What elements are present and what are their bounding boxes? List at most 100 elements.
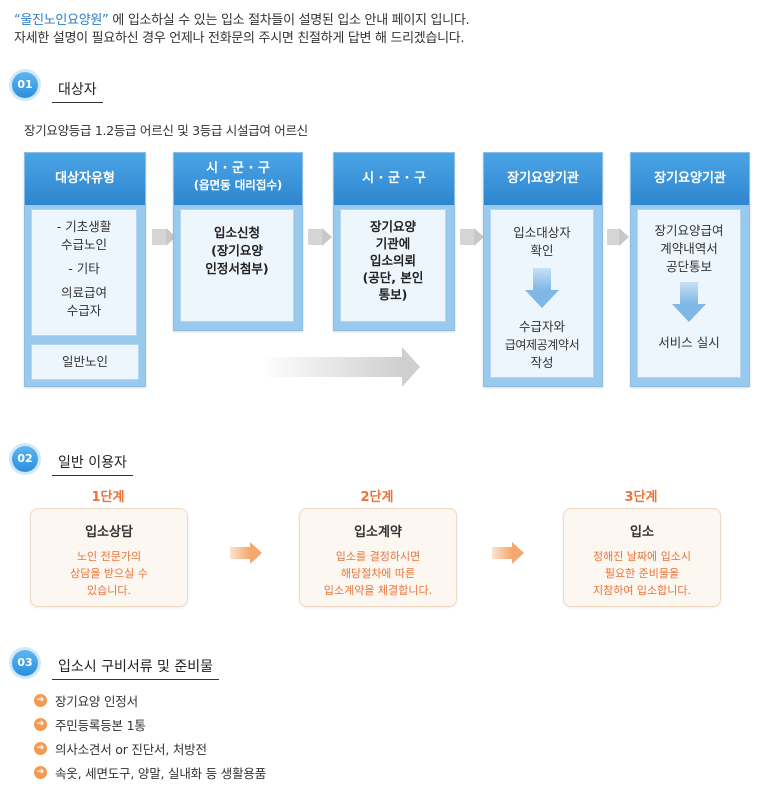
step-title: 입소계약 xyxy=(354,525,402,540)
body-line: 장기요양 xyxy=(369,219,416,234)
flow-column-referral: 시 · 군 · 구 장기요양 기관에 입소의뢰 (공단, 본인 통보) xyxy=(333,152,455,331)
section-1-subtitle: 장기요양등급 1.2등급 어르신 및 3등급 시설급여 어르신 xyxy=(24,123,308,138)
desc-line: 해당절차에 따른 xyxy=(340,567,416,580)
body-line: 급여제공계약서 xyxy=(504,338,580,352)
arrow-bullet-icon: ➔ xyxy=(34,693,47,707)
body-line: 계약내역서 xyxy=(660,241,718,256)
intro-line-1: “울진노인요양원” 에 입소하실 수 있는 입소 절차들이 설명된 입소 안내 … xyxy=(14,12,470,30)
column-body: 장기요양급여 계약내역서 공단통보 서비스 실시 xyxy=(637,209,741,378)
down-arrow-head xyxy=(672,304,706,322)
column-body: 장기요양 기관에 입소의뢰 (공단, 본인 통보) xyxy=(340,209,446,322)
intro-text: “울진노인요양원” 에 입소하실 수 있는 입소 절차들이 설명된 입소 안내 … xyxy=(14,12,470,48)
step-title: 입소 xyxy=(630,525,654,540)
intro-line-1-rest: 에 입소하실 수 있는 입소 절차들이 설명된 입소 안내 페이지 입니다. xyxy=(108,13,470,28)
step-1-box: 입소상담 노인 전문가의 상담을 받으실 수 있습니다. xyxy=(30,508,188,607)
item: - 기초생활 xyxy=(56,219,112,234)
desc-line: 노인 전문가의 xyxy=(76,550,142,563)
step-desc: 정해진 날짜에 입소시 필요한 준비물을 지참하여 입소합니다. xyxy=(564,548,720,599)
list-item: ➔ 의사소견서 or 진단서, 처방전 xyxy=(34,736,266,760)
body-line: 수급자와 xyxy=(518,319,565,334)
orange-arrow-right-icon xyxy=(512,542,524,564)
body-line: 입소의뢰 xyxy=(369,253,416,268)
list-item-text: 장기요양 인정서 xyxy=(55,693,138,709)
list-item: ➔ 주민등록등본 1통 xyxy=(34,712,266,736)
body-line: 입소대상자 xyxy=(513,225,571,240)
desc-line: 필요한 준비물을 xyxy=(604,567,680,580)
flow-column-service: 장기요양기관 장기요양급여 계약내역서 공단통보 서비스 실시 xyxy=(630,152,750,387)
down-arrow-icon xyxy=(672,282,706,322)
body-line: 인정서첨부) xyxy=(205,261,269,276)
item: - 기타 xyxy=(68,261,100,276)
item: 의료급여 xyxy=(60,285,107,300)
body-line: (공단, 본인 xyxy=(362,270,424,285)
body-line: 작성 xyxy=(530,355,554,370)
down-arrow-stem xyxy=(680,282,698,304)
column-footer: 일반노인 xyxy=(31,344,139,380)
body-line: (장기요양 xyxy=(211,243,263,258)
arrow-right-icon xyxy=(166,228,176,246)
head-line-1: 시 · 군 · 구 xyxy=(206,161,270,176)
body-line: 기관에 xyxy=(375,236,411,251)
desc-line: 입소계약을 체결합니다. xyxy=(323,584,433,597)
body-line: 확인 xyxy=(530,243,554,258)
desc-line: 지참하여 입소합니다. xyxy=(592,584,692,597)
down-arrow-stem xyxy=(533,268,551,290)
body-line: 서비스 실시 xyxy=(658,335,720,350)
step-desc: 입소를 결정하시면 해당절차에 따른 입소계약을 체결합니다. xyxy=(300,548,456,599)
section-2-badge: 02 xyxy=(12,446,38,472)
item: 수급노인 xyxy=(60,237,107,252)
arrow-stem-icon xyxy=(308,229,322,245)
orange-arrow-stem-icon xyxy=(492,547,512,559)
body-line: 공단통보 xyxy=(665,259,712,274)
column-body: 입소신청 (장기요양 인정서첨부) xyxy=(180,209,294,322)
head-line-2: (읍면동 대리접수) xyxy=(193,178,283,192)
step-desc: 노인 전문가의 상담을 받으실 수 있습니다. xyxy=(31,548,187,599)
arrow-right-icon xyxy=(619,228,629,246)
column-head: 대상자유형 xyxy=(25,153,145,205)
section-1-badge: 01 xyxy=(12,72,38,98)
step-2-box: 입소계약 입소를 결정하시면 해당절차에 따른 입소계약을 체결합니다. xyxy=(299,508,457,607)
step-1-label: 1단계 xyxy=(91,490,125,505)
flow-column-target-type: 대상자유형 - 기초생활 수급노인 - 기타 의료급여 수급자 일반노인 xyxy=(24,152,146,387)
list-item-text: 주민등록등본 1통 xyxy=(55,717,146,733)
desc-line: 입소를 결정하시면 xyxy=(335,550,421,563)
bypass-arrow-right-icon xyxy=(402,347,420,387)
arrow-bullet-icon: ➔ xyxy=(34,741,47,755)
orange-arrow-right-icon xyxy=(250,542,262,564)
column-body: - 기초생활 수급노인 - 기타 의료급여 수급자 xyxy=(31,209,137,336)
required-items-list: ➔ 장기요양 인정서 ➔ 주민등록등본 1통 ➔ 의사소견서 or 진단서, 처… xyxy=(34,688,266,784)
column-head: 장기요양기관 xyxy=(484,153,602,205)
bypass-arrow-stem-icon xyxy=(262,357,402,377)
list-item: ➔ 속옷, 세면도구, 양말, 실내화 등 생활용품 xyxy=(34,760,266,784)
flow-column-application: 시 · 군 · 구 (읍면동 대리접수) 입소신청 (장기요양 인정서첨부) xyxy=(173,152,303,331)
step-2-label: 2단계 xyxy=(360,490,394,505)
desc-line: 정해진 날짜에 입소시 xyxy=(592,550,692,563)
section-1-title: 대상자 xyxy=(52,79,103,103)
step-3-box: 입소 정해진 날짜에 입소시 필요한 준비물을 지참하여 입소합니다. xyxy=(563,508,721,607)
arrow-bullet-icon: ➔ xyxy=(34,717,47,731)
orange-arrow-stem-icon xyxy=(230,547,250,559)
section-2-title: 일반 이용자 xyxy=(52,452,133,476)
column-head: 시 · 군 · 구 (읍면동 대리접수) xyxy=(174,153,302,205)
list-item-text: 속옷, 세면도구, 양말, 실내화 등 생활용품 xyxy=(55,765,266,781)
arrow-right-icon xyxy=(322,228,332,246)
section-3-badge: 03 xyxy=(12,650,38,676)
section-3-title: 입소시 구비서류 및 준비물 xyxy=(52,656,220,680)
down-arrow-head xyxy=(525,290,559,308)
facility-name: “울진노인요양원” xyxy=(14,13,109,28)
body-line: 장기요양급여 xyxy=(654,223,724,238)
step-3-label: 3단계 xyxy=(624,490,658,505)
intro-line-2: 자세한 설명이 필요하신 경우 언제나 전화문의 주시면 친절하게 답변 해 드… xyxy=(14,31,465,46)
column-head: 장기요양기관 xyxy=(631,153,749,205)
body-line: 입소신청 xyxy=(213,225,260,240)
list-item-text: 의사소견서 or 진단서, 처방전 xyxy=(55,741,207,757)
column-body: 입소대상자 확인 수급자와 급여제공계약서 작성 xyxy=(490,209,594,378)
body-line: 통보) xyxy=(378,287,408,302)
arrow-bullet-icon: ➔ xyxy=(34,765,47,779)
item: 수급자 xyxy=(66,303,102,318)
flow-column-facility-confirm: 장기요양기관 입소대상자 확인 수급자와 급여제공계약서 작성 xyxy=(483,152,603,387)
arrow-stem-icon xyxy=(152,229,166,245)
arrow-stem-icon xyxy=(460,229,474,245)
desc-line: 있습니다. xyxy=(87,584,131,597)
list-item: ➔ 장기요양 인정서 xyxy=(34,688,266,712)
